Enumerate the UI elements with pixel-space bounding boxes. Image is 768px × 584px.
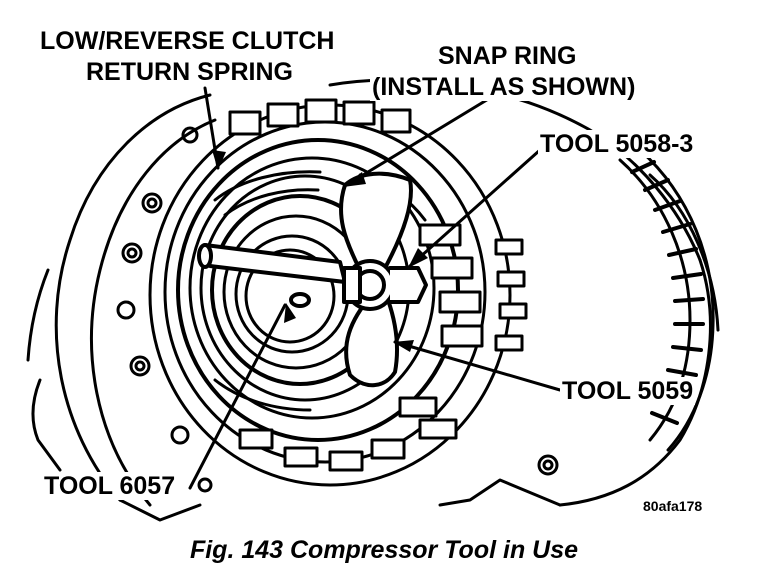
snap-ring-label-line2: (INSTALL AS SHOWN) [370,73,638,101]
clutch-plate-tabs [228,98,528,472]
tool-5058-3-legs [338,171,413,388]
return-spring-label-line1: LOW/REVERSE CLUTCH [38,27,337,55]
leader-lines [188,86,562,490]
tool-5059-label: TOOL 5059 [560,377,696,405]
ring-gear [618,148,715,452]
case-bolt-holes [116,126,559,493]
figure-caption: Fig. 143 Compressor Tool in Use [189,536,579,564]
leader-arrowheads [212,150,428,352]
tool-5058-3-label: TOOL 5058-3 [538,130,696,158]
tool-6057-bar [197,243,347,308]
return-spring-label-line2: RETURN SPRING [84,58,295,86]
tool-5059-nut [342,259,428,311]
snap-ring-label-line1: SNAP RING [436,42,579,70]
tool-6057-label: TOOL 6057 [42,472,178,500]
figure-code: 80afa178 [643,498,703,514]
